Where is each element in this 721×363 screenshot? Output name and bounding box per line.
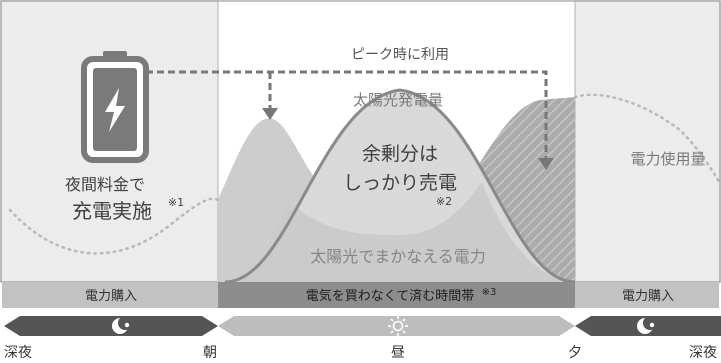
night-panel-right — [575, 0, 721, 282]
lightning-icon — [105, 88, 125, 132]
time-late-night-left: 深夜 — [4, 345, 32, 361]
time-morning: 朝 — [203, 345, 217, 361]
solar-covered-label: 太陽光でまかなえる電力 — [310, 247, 486, 266]
peak-label: ピーク時に利用 — [351, 47, 449, 63]
night-charge-line2: 充電実施 — [72, 199, 152, 223]
peak-arrowhead-right — [538, 158, 554, 170]
band-right-label: 電力購入 — [622, 289, 674, 304]
usage-curve-right — [573, 93, 721, 187]
day-arrow — [218, 316, 575, 336]
band-middle — [218, 282, 575, 308]
time-evening: 夕 — [568, 345, 582, 361]
band-right — [575, 282, 719, 308]
night-charge-note: ※1 — [168, 196, 184, 209]
peak-arrowhead-left — [262, 108, 278, 120]
surplus-note: ※2 — [436, 195, 452, 208]
solar-generation-label: 太陽光発電量 — [353, 91, 443, 109]
moon-icon — [112, 316, 132, 334]
band-left-label: 電力購入 — [85, 289, 137, 304]
night-arrow-left — [4, 316, 218, 336]
surplus-line2: しっかり売電 — [343, 172, 457, 194]
peak-arrow-line — [146, 70, 548, 160]
night-charge-line1: 夜間料金で — [65, 175, 145, 194]
solar-curve — [224, 88, 576, 284]
moon-icon — [637, 316, 657, 334]
surplus-line1: 余剰分は — [362, 143, 438, 165]
band-middle-label: 電気を買わなくて済む時間帯 — [306, 288, 475, 304]
time-noon: 昼 — [391, 345, 405, 361]
solar-covered-overlap — [232, 182, 570, 282]
usage-curve-left — [8, 197, 220, 255]
band-middle-note: ※3 — [482, 287, 497, 298]
sun-icon — [388, 316, 408, 336]
time-late-night-right: 深夜 — [689, 345, 717, 361]
band-left — [2, 282, 218, 308]
usage-label: 電力使用量 — [630, 150, 705, 168]
